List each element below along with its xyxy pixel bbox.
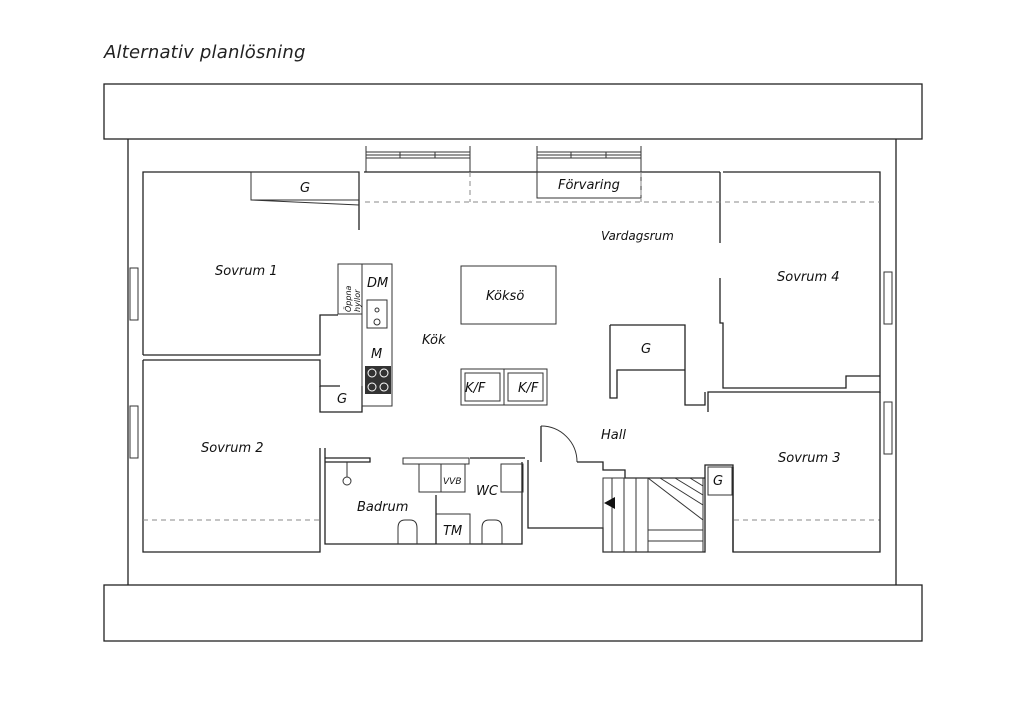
window-sovrum4 xyxy=(883,271,893,325)
window-sovrum1 xyxy=(129,267,139,321)
kitchen-counter xyxy=(361,263,393,407)
water-heater xyxy=(440,463,466,493)
hall-walls xyxy=(527,460,734,553)
label-oppna-hyllor: Öppna hyllor xyxy=(343,285,362,312)
label-kf-1: K/F xyxy=(465,381,486,396)
wc-sink xyxy=(500,463,524,493)
staircase xyxy=(602,477,704,553)
label-vvb: VVB xyxy=(443,477,462,487)
closet-sovrum3 xyxy=(707,466,733,496)
label-vardagsrum: Vardagsrum xyxy=(601,229,674,243)
window-sovrum2 xyxy=(129,405,139,459)
label-g-hall: G xyxy=(641,342,651,357)
label-kokso: Köksö xyxy=(486,289,524,304)
label-sovrum4: Sovrum 4 xyxy=(777,270,840,285)
bathroom-sink xyxy=(418,463,442,493)
label-sovrum3: Sovrum 3 xyxy=(778,451,841,466)
label-forvaring: Förvaring xyxy=(558,178,620,193)
toilet-wc xyxy=(481,519,503,544)
label-hyllor: hyllor xyxy=(353,289,362,312)
shower-rail xyxy=(325,457,371,463)
bathroom-walls xyxy=(324,448,523,545)
wall-sovrum1-bottom xyxy=(143,314,338,356)
label-hall: Hall xyxy=(601,428,626,443)
plan-title: Alternativ planlösning xyxy=(104,42,306,63)
kitchen-island xyxy=(460,265,557,325)
wall-sovrum2-top xyxy=(143,359,340,387)
roof-bottom-band xyxy=(103,584,923,642)
roof-top-band xyxy=(103,83,923,140)
label-g-sovrum2: G xyxy=(337,392,347,407)
toilet-bathroom xyxy=(397,519,418,544)
wardrobe-sovrum1 xyxy=(250,171,360,201)
door-swing xyxy=(540,425,578,463)
wall-sovrum4-inner xyxy=(719,278,880,389)
label-g-sovrum1: G xyxy=(300,181,310,196)
stair-wall xyxy=(577,461,705,479)
sink xyxy=(366,299,388,329)
label-g-sovrum3: G xyxy=(713,474,723,489)
label-sovrum1: Sovrum 1 xyxy=(215,264,278,279)
window-sovrum3 xyxy=(883,401,893,455)
label-m: M xyxy=(371,347,382,362)
label-dm: DM xyxy=(367,276,388,291)
dormer-window-left xyxy=(365,146,471,172)
label-kf-2: K/F xyxy=(518,381,539,396)
label-oppna: Öppna xyxy=(343,285,353,312)
closet-hall xyxy=(610,324,706,406)
label-sovrum2: Sovrum 2 xyxy=(201,441,264,456)
stove xyxy=(365,366,391,394)
shower-head xyxy=(342,476,352,486)
wall-sovrum3 xyxy=(732,392,881,553)
label-kok: Kök xyxy=(422,333,446,348)
label-wc: WC xyxy=(476,484,499,499)
wall-sovrum2 xyxy=(142,360,321,553)
label-tm: TM xyxy=(443,524,462,539)
label-badrum: Badrum xyxy=(357,500,408,515)
closet-hall-inner xyxy=(609,325,685,399)
dormer-window-right xyxy=(536,146,642,172)
